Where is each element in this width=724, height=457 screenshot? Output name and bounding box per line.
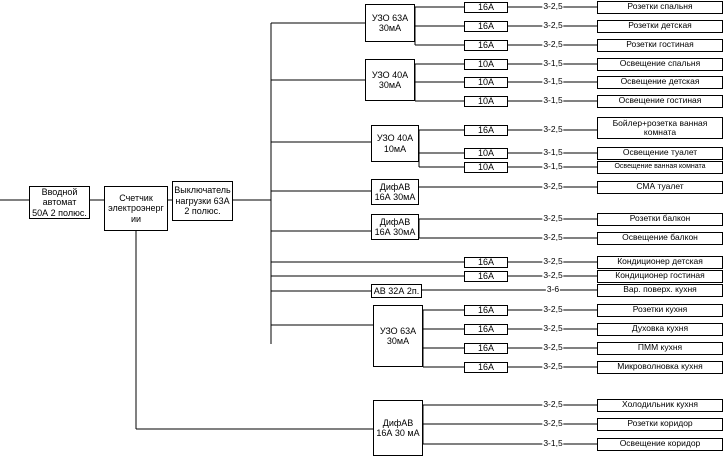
cable-spec: 3-2,5 — [542, 341, 564, 352]
cable-spec: 3-6 — [545, 283, 561, 294]
load-circuit: Розетки балкон — [597, 212, 723, 226]
circuit-breaker: 16А — [464, 342, 508, 354]
circuit-breaker: 16А — [464, 1, 508, 13]
load-circuit: Розетки коридор — [597, 417, 723, 431]
circuit-breaker: 16А — [464, 20, 508, 32]
group-device-0: УЗО 63А 30мА — [365, 4, 415, 42]
cable-spec: 3-2,5 — [542, 255, 564, 266]
cable-spec: 3-2,5 — [542, 180, 564, 191]
load-circuit: Кондиционер гостиная — [597, 269, 723, 283]
circuit-breaker: 10А — [464, 95, 508, 107]
circuit-breaker: 16А — [464, 361, 508, 373]
cable-spec: 3-2,5 — [542, 19, 564, 30]
load-circuit: Освещение коридор — [597, 437, 723, 451]
group-device-1: УЗО 40А 30мА — [365, 59, 415, 101]
load-circuit: Микроволновка кухня — [597, 360, 723, 374]
cable-spec: 3-2,5 — [542, 212, 564, 223]
load-circuit: Освещение спальня — [597, 57, 723, 71]
circuit-breaker: 16А — [464, 323, 508, 335]
cable-spec: 3-2,5 — [542, 123, 564, 134]
cable-spec: 3-2,5 — [542, 417, 564, 428]
circuit-breaker: 16А — [464, 256, 508, 268]
circuit-breaker: 10А — [464, 161, 508, 173]
cable-spec: 3-2,5 — [542, 38, 564, 49]
cable-spec: 3-2,5 — [542, 322, 564, 333]
load-circuit: Вар. поверх. кухня — [597, 283, 723, 297]
electricity-meter: Счетчик электроэнерг ии — [104, 186, 168, 231]
cable-spec: 3-2,5 — [542, 231, 564, 242]
load-circuit: Розетки детская — [597, 19, 723, 33]
group-device-7: АВ 32А 2п. — [371, 284, 422, 298]
load-circuit: Кондиционер детская — [597, 255, 723, 269]
load-circuit: Освещение детская — [597, 75, 723, 89]
cable-spec: 3-2,5 — [542, 269, 564, 280]
load-circuit: Розетки спальня — [597, 0, 723, 14]
cable-spec: 3-1,5 — [542, 146, 564, 157]
circuit-breaker: 10А — [464, 76, 508, 88]
cable-spec: 3-1,5 — [542, 437, 564, 448]
load-circuit: Розетки кухня — [597, 303, 723, 317]
group-device-4: ДифАВ 16А 30мА — [371, 214, 419, 240]
cable-spec: 3-1,5 — [542, 57, 564, 68]
cable-spec: 3-1,5 — [542, 160, 564, 171]
load-switch: Выключатель нагрузки 63А 2 полюс. — [172, 181, 233, 221]
load-circuit: Освещение гостиная — [597, 94, 723, 108]
load-circuit: СМА туалет — [597, 180, 723, 194]
load-circuit: Бойлер+розетка ванная комната — [597, 117, 723, 139]
load-circuit: Розетки гостиная — [597, 38, 723, 52]
cable-spec: 3-2,5 — [542, 360, 564, 371]
group-device-8: УЗО 63А 30мА — [373, 305, 423, 367]
load-circuit: Освещение туалет — [597, 146, 723, 160]
cable-spec: 3-2,5 — [542, 303, 564, 314]
main-breaker: Вводной автомат 50А 2 полюс. — [29, 186, 90, 219]
load-circuit: ПММ кухня — [597, 341, 723, 355]
cable-spec: 3-2,5 — [542, 398, 564, 409]
group-device-2: УЗО 40А 10мА — [371, 125, 419, 162]
group-device-9: ДифАВ 16А 30 мА — [373, 400, 423, 456]
load-circuit: Освещение ванная комната — [597, 160, 723, 174]
circuit-breaker: 16А — [464, 124, 508, 136]
group-device-3: ДифАВ 16А 30мА — [371, 179, 419, 205]
cable-spec: 3-1,5 — [542, 94, 564, 105]
cable-spec: 3-2,5 — [542, 0, 564, 11]
circuit-breaker: 10А — [464, 58, 508, 70]
load-circuit: Холодильник кухня — [597, 398, 723, 412]
load-circuit: Духовка кухня — [597, 322, 723, 336]
circuit-breaker: 16А — [464, 304, 508, 316]
cable-spec: 3-1,5 — [542, 75, 564, 86]
circuit-breaker: 16А — [464, 270, 508, 282]
circuit-breaker: 16А — [464, 39, 508, 51]
load-circuit: Освещение балкон — [597, 231, 723, 245]
circuit-breaker: 10А — [464, 147, 508, 159]
